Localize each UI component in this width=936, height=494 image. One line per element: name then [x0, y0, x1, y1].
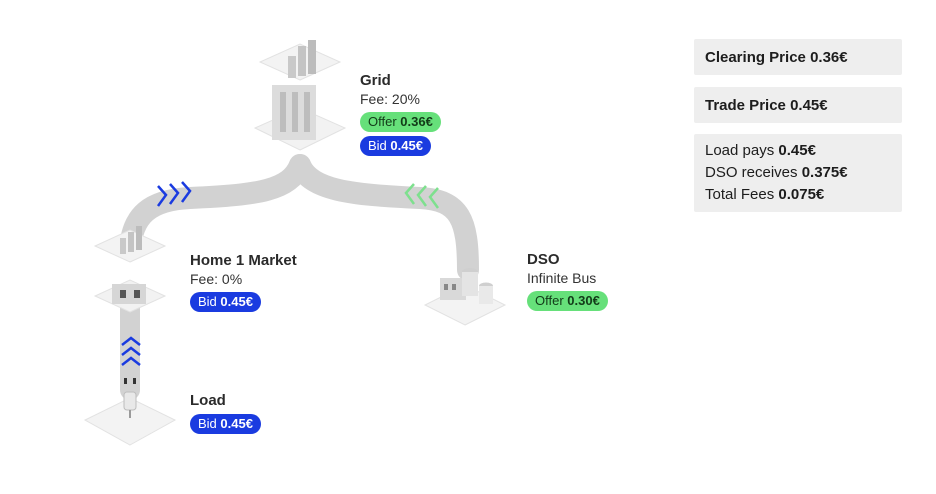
home-market-icon: [93, 226, 167, 313]
grid-building-icon: [253, 40, 347, 151]
pipes: [119, 154, 479, 400]
dso-node-label: DSO Infinite Bus Offer 0.30€: [527, 251, 608, 311]
grid-bid-badge: Bid 0.45€: [360, 136, 431, 156]
load-title: Load: [190, 392, 226, 409]
chevrons-blue-vertical: [121, 336, 141, 366]
grid-fee: Fee: 20%: [360, 91, 420, 107]
home-node-label: Home 1 Market Fee: 0% Bid 0.45€: [190, 252, 297, 312]
load-pays-row: Load pays 0.45€: [705, 142, 816, 159]
pipe-grid-home: [119, 154, 311, 261]
trade-price-card: Trade Price 0.45€: [694, 87, 902, 123]
clearing-price-card: Clearing Price 0.36€: [694, 39, 902, 75]
dso-title: DSO: [527, 251, 560, 268]
chevrons-blue-top: [156, 181, 192, 207]
grid-title: Grid: [360, 72, 391, 89]
home-title: Home 1 Market: [190, 252, 297, 269]
home-bid-badge: Bid 0.45€: [190, 292, 261, 312]
grid-node-label: Grid Fee: 20% Offer 0.36€ Bid 0.45€: [360, 72, 441, 156]
dso-offer-badge: Offer 0.30€: [527, 291, 608, 311]
dso-subtitle: Infinite Bus: [527, 270, 597, 286]
plug-icon: [83, 378, 177, 446]
grid-offer-badge: Offer 0.36€: [360, 112, 441, 132]
home-fee: Fee: 0%: [190, 271, 243, 287]
chevrons-green: [404, 183, 440, 209]
pipe-grid-dso: [289, 154, 479, 281]
payment-summary-card: Load pays 0.45€ DSO receives 0.375€ Tota…: [694, 134, 902, 212]
total-fees-row: Total Fees 0.075€: [705, 186, 825, 203]
dso-receives-row: DSO receives 0.375€: [705, 164, 848, 181]
load-bid-badge: Bid 0.45€: [190, 414, 261, 434]
power-plant-icon: [423, 268, 507, 326]
load-node-label: Load Bid 0.45€: [190, 392, 261, 434]
